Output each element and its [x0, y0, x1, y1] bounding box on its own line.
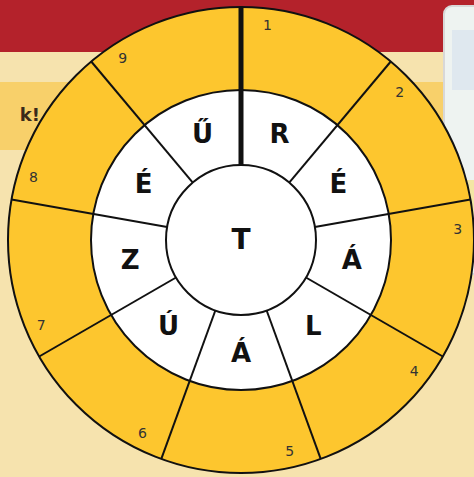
- letter-segment: Ű: [188, 117, 218, 151]
- letter-wheel: [8, 7, 474, 473]
- ring-letter: Z: [121, 247, 140, 273]
- ring-letter: Ú: [158, 313, 179, 339]
- center-circle-node: T: [191, 190, 291, 290]
- segment-divider: [240, 7, 242, 165]
- ring-letter: L: [305, 313, 322, 339]
- letter-segment: L: [301, 309, 326, 343]
- segment-number: 7: [37, 318, 46, 332]
- cut-off-instruction: k!: [20, 106, 40, 124]
- letter-segment: Á: [227, 336, 256, 370]
- letter-segment: Z: [117, 243, 144, 277]
- segment-divider: [289, 62, 391, 183]
- center-circle: [166, 165, 316, 315]
- letter-segment: R: [265, 117, 294, 151]
- segment-number: 5: [285, 444, 294, 458]
- center-letter: T: [231, 226, 250, 254]
- segment-divider: [39, 278, 176, 357]
- letter-segment: Á: [337, 243, 366, 277]
- ring-letter: Á: [231, 340, 251, 366]
- segment-divider: [306, 278, 443, 357]
- letter-segment: É: [131, 167, 157, 201]
- start-marker: [239, 8, 244, 165]
- segment-number: 4: [410, 364, 419, 378]
- ring-letter: É: [135, 171, 153, 197]
- segment-divider: [12, 200, 168, 227]
- segment-number: 3: [453, 222, 462, 236]
- letter-segment: É: [325, 167, 351, 201]
- segment-divider: [315, 200, 471, 227]
- segment-divider: [267, 310, 321, 458]
- segment-number: 1: [263, 18, 272, 32]
- outer-ring: [8, 7, 474, 473]
- segment-number: 9: [118, 51, 127, 65]
- segment-divider: [91, 62, 193, 183]
- ring-letter: É: [330, 171, 348, 197]
- letter-segment: Ú: [154, 309, 184, 343]
- ring-letter: Ű: [192, 121, 213, 147]
- side-picture-detail: [452, 30, 474, 90]
- segment-number: 2: [395, 85, 404, 99]
- ring-letter: Á: [342, 247, 362, 273]
- ring-letter: R: [269, 121, 289, 147]
- segment-number: 6: [138, 426, 147, 440]
- segment-number: 8: [29, 170, 38, 184]
